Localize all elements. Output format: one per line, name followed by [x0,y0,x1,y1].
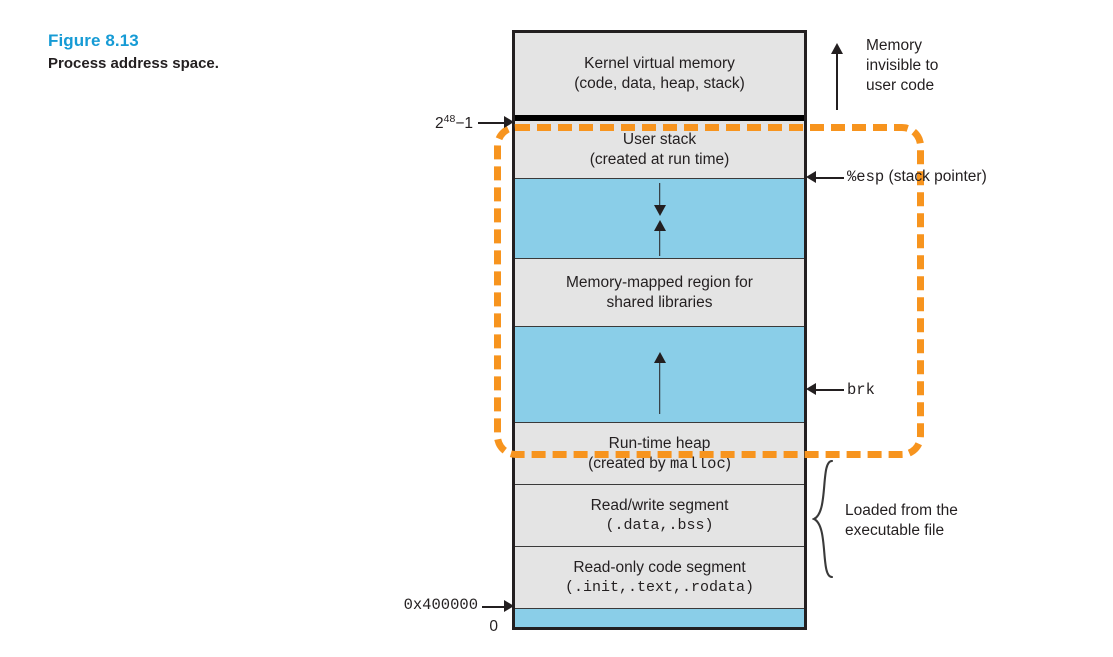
annotation-memory-invisible-line2: invisible to [866,57,939,74]
region-user-stack-line1: User stack [622,130,697,148]
leader-line-stack-pointer [816,177,844,179]
region-kernel-virtual-memory-line2: (code, data, heap, stack) [574,75,745,92]
region-run-time-heap-line1: Run-time heap [608,434,711,452]
region-read-write-segment-line1: Read/write segment [590,496,729,514]
heap-line2-malloc: malloc [669,454,726,473]
leader-arrow-program-load [504,600,514,612]
heap-line2-suffix: ) [725,454,731,472]
figure-title: Process address space. [48,55,219,72]
mmap-grow-up-arrow-head [653,220,666,231]
process-address-space-diagram: Kernel virtual memory (code, data, heap,… [512,30,807,630]
memory-invisible-arrow-head [831,43,843,54]
heap-grow-up-arrow-head [653,352,666,363]
annotation-loaded-line2: executable file [845,522,945,539]
mmap-grow-up-arrow-shaft [658,229,661,256]
pointer-label-esp-mono: %esp [847,168,885,186]
region-user-stack-line2: (created at run time) [589,150,730,168]
region-read-only-code-segment: Read-only code segment (.init,.text,.rod… [515,547,804,609]
leader-line-top-of-user-space [478,122,506,124]
annotation-loaded-from-executable: Loaded from the executable file [845,501,958,541]
curly-brace-icon [812,460,834,578]
heap-grow-up-arrow-shaft [658,362,661,414]
region-memory-mapped-line2: shared libraries [606,293,713,311]
address-label-top-base: 2 [435,115,444,133]
address-label-top-exponent: 48 [443,113,456,125]
region-user-stack: User stack (created at run time) [515,121,804,179]
address-label-top-tail: −1 [455,115,473,133]
region-kernel-virtual-memory: Kernel virtual memory (code, data, heap,… [515,33,804,121]
region-heap-growth-gap [515,327,804,423]
region-read-write-segment: Read/write segment (.data,.bss) [515,485,804,547]
leader-line-program-load [482,606,506,608]
annotation-memory-invisible-line3: user code [866,77,935,94]
leader-arrow-brk [806,383,816,395]
pointer-label-esp-desc: (stack pointer) [888,168,987,185]
region-kernel-virtual-memory-line1: Kernel virtual memory [584,55,735,72]
annotation-memory-invisible: Memory invisible to user code [866,36,938,96]
region-read-only-code-segment-line2: (.init,.text,.rodata) [564,578,755,596]
stack-grow-down-arrow-head [653,205,666,216]
annotation-memory-invisible-line1: Memory [866,37,922,54]
memory-invisible-arrow-shaft [836,52,838,110]
region-reserved-low-memory [515,609,804,627]
region-read-only-code-segment-line1: Read-only code segment [573,558,746,576]
address-label-top-of-user-space: 248−1 [390,110,473,133]
leader-line-brk [816,389,844,391]
region-run-time-heap: Run-time heap (created by malloc) [515,423,804,485]
figure-caption: Figure 8.13 Process address space. [48,30,348,74]
address-label-program-load: 0x400000 [403,596,478,614]
pointer-label-stack-pointer: %esp (stack pointer) [847,167,987,187]
figure-number: Figure 8.13 [48,31,139,50]
region-memory-mapped: Memory-mapped region for shared librarie… [515,259,804,327]
region-memory-mapped-line1: Memory-mapped region for [566,273,753,291]
stack-grow-down-arrow-shaft [658,183,661,207]
heap-line2-prefix: (created by [588,454,670,472]
pointer-label-brk: brk [847,381,875,399]
region-read-write-segment-line2: (.data,.bss) [605,516,714,534]
annotation-loaded-line1: Loaded from the [845,502,958,519]
address-label-zero: 0 [489,618,498,635]
leader-arrow-top-of-user-space [504,116,514,128]
region-stack-growth-gap [515,179,804,259]
leader-arrow-stack-pointer [806,171,816,183]
region-run-time-heap-line2: (created by malloc) [588,454,731,474]
